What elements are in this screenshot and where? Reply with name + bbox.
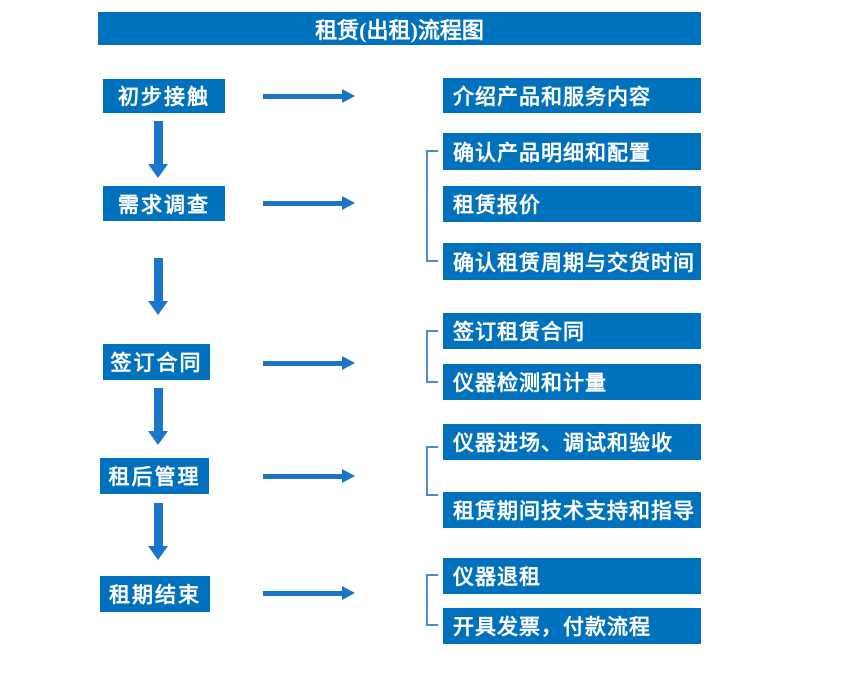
right-arrow-icon-5 [263, 586, 355, 600]
right-arrow-head [342, 356, 355, 370]
right-arrow-head [342, 586, 355, 600]
right-arrow-shaft [263, 473, 342, 479]
down-arrow-icon-1 [148, 121, 168, 178]
right-arrow-shaft [263, 200, 342, 206]
down-arrow-icon-2 [148, 258, 168, 315]
right-arrow-head [342, 89, 355, 103]
step-box-contract-signing: 签订合同 [103, 344, 210, 380]
detail-box-rental-period: 确认租赁周期与交货时间 [443, 243, 701, 280]
detail-box-service-intro: 介绍产品和服务内容 [443, 78, 701, 113]
step-box-rental-period-end: 租期结束 [100, 576, 210, 612]
down-arrow-shaft [153, 503, 163, 546]
bracket-rental-end [426, 574, 438, 626]
down-arrow-head [148, 164, 168, 178]
detail-box-product-config: 确认产品明细和配置 [443, 133, 701, 170]
step-box-post-rental-management: 租后管理 [100, 458, 209, 494]
detail-box-instrument-inspection: 仪器检测和计量 [443, 364, 701, 400]
detail-box-invoice-payment: 开具发票，付款流程 [443, 608, 701, 644]
page-title: 租赁(出租)流程图 [315, 17, 484, 43]
down-arrow-head [148, 431, 168, 445]
down-arrow-shaft [153, 121, 163, 164]
detail-box-sign-rental-contract: 签订租赁合同 [443, 313, 701, 349]
detail-box-tech-support: 租赁期间技术支持和指导 [443, 492, 701, 528]
down-arrow-shaft [153, 388, 163, 431]
down-arrow-head [148, 301, 168, 315]
detail-box-instrument-arrival: 仪器进场、调试和验收 [443, 424, 701, 460]
step-box-demand-survey: 需求调查 [103, 186, 225, 221]
title-bar: 租赁(出租)流程图 [98, 12, 701, 45]
down-arrow-icon-3 [148, 388, 168, 445]
detail-box-instrument-return: 仪器退租 [443, 558, 701, 594]
right-arrow-icon-4 [263, 469, 355, 483]
right-arrow-icon-1 [263, 89, 355, 103]
down-arrow-shaft [153, 258, 163, 301]
right-arrow-head [342, 196, 355, 210]
bracket-demand-survey [426, 150, 438, 262]
right-arrow-shaft [263, 93, 342, 99]
bracket-contract-signing [426, 330, 438, 383]
down-arrow-icon-4 [148, 503, 168, 560]
detail-box-rental-quote: 租赁报价 [443, 186, 701, 222]
down-arrow-head [148, 546, 168, 560]
right-arrow-shaft [263, 360, 342, 366]
bracket-post-rental [426, 446, 438, 496]
right-arrow-shaft [263, 590, 342, 596]
right-arrow-icon-3 [263, 356, 355, 370]
right-arrow-icon-2 [263, 196, 355, 210]
step-box-initial-contact: 初步接触 [103, 79, 225, 113]
right-arrow-head [342, 469, 355, 483]
